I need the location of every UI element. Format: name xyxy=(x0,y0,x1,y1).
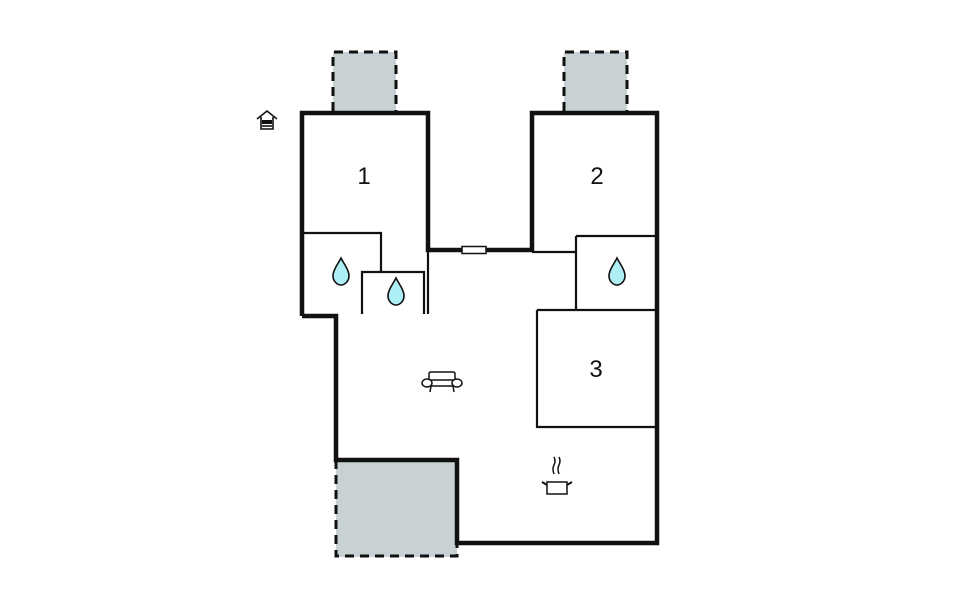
water-drop-icon xyxy=(332,256,350,286)
exterior-walls xyxy=(299,110,660,546)
window-icon xyxy=(461,245,487,255)
water-drop-icon xyxy=(608,256,626,286)
room-label-1: 1 xyxy=(357,163,370,190)
water-drop-icon xyxy=(387,276,405,306)
room-label-2: 2 xyxy=(590,163,603,190)
terrace-top-right xyxy=(562,50,629,111)
sofa-icon xyxy=(421,371,463,393)
interior-walls xyxy=(304,231,655,429)
terrace-top-left xyxy=(331,50,398,111)
room-label-3: 3 xyxy=(589,356,602,383)
terrace-bottom-left xyxy=(334,460,459,558)
house-entrance-icon xyxy=(256,109,278,130)
cooking-pot-icon xyxy=(541,456,573,495)
